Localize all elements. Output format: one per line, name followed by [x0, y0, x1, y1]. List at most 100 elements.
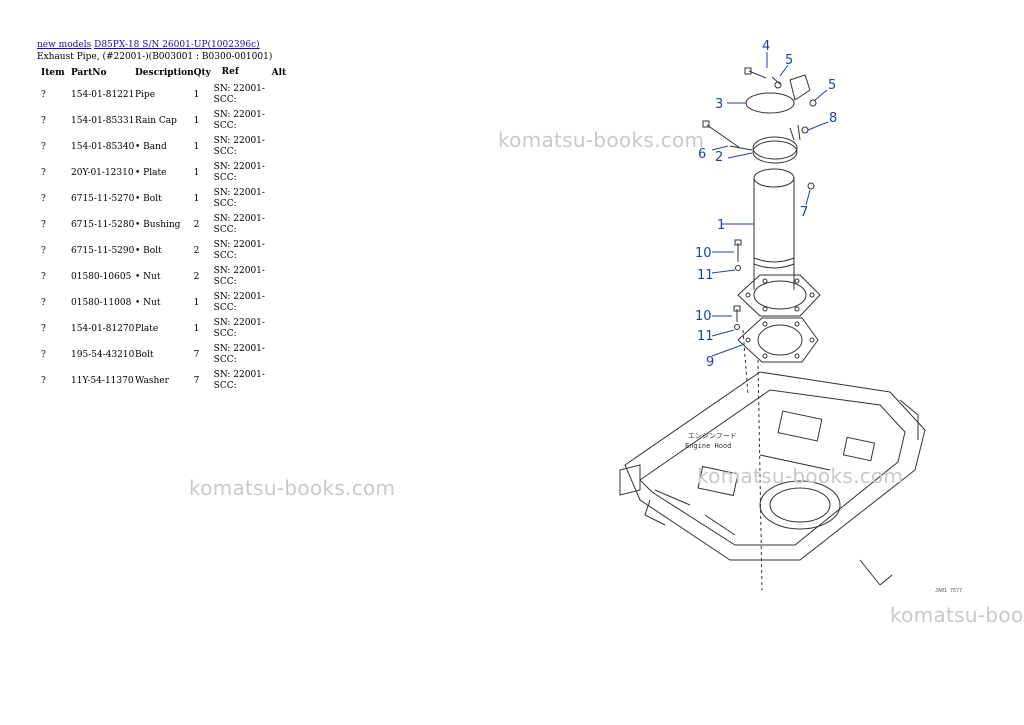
cell-alt [272, 212, 292, 238]
callout-5b: 5 [828, 78, 836, 93]
cell-ref: SN: 22001-SCC: [213, 110, 265, 131]
table-row: ? 154-01-85331 Rain Cap 1 SN: 22001-SCC: [37, 108, 292, 134]
cell-item: ? [41, 350, 46, 360]
cell-description: • Band [135, 142, 167, 152]
cell-alt [272, 316, 292, 342]
cell-item: ? [41, 246, 46, 256]
cell-item: ? [41, 116, 46, 126]
cell-ref: SN: 22001-SCC: [213, 240, 265, 261]
cell-alt [272, 368, 292, 394]
cell-alt [272, 134, 292, 160]
cell-ref: SN: 22001-SCC: [213, 292, 265, 313]
cell-item: ? [41, 298, 46, 308]
breadcrumb: new models D85PX-18 S/N 26001-UP(1002396… [37, 40, 260, 50]
cell-qty: 1 [193, 298, 200, 308]
cell-qty: 1 [193, 168, 200, 178]
table-row: ? 154-01-85340 • Band 1 SN: 22001-SCC: [37, 134, 292, 160]
cell-ref: SN: 22001-SCC: [213, 318, 265, 339]
cell-ref: SN: 22001-SCC: [213, 84, 265, 105]
cell-partno: 6715-11-5270 [71, 194, 135, 204]
callout-11: 11 [697, 268, 714, 283]
cell-partno: 11Y-54-11370 [71, 376, 134, 386]
page-subtitle: Exhaust Pipe, (#22001-)(B003001 : B0300-… [37, 52, 273, 62]
table-header-row: Item PartNo Description Qty Ref Alt [37, 65, 292, 82]
table-row: ? 154-01-81270 Plate 1 SN: 22001-SCC: [37, 316, 292, 342]
hood-label-en: Engine Hood [685, 442, 731, 450]
cell-qty: 1 [193, 324, 200, 334]
cell-ref: SN: 22001-SCC: [213, 344, 265, 365]
header-qty: Qty [193, 67, 211, 78]
cell-qty: 1 [193, 116, 200, 126]
callout-4: 4 [762, 39, 770, 54]
cell-alt [272, 82, 292, 108]
hood-label-jp: エンジンフード [688, 432, 737, 440]
cell-ref: SN: 22001-SCC: [213, 136, 265, 157]
cell-description: Plate [135, 324, 159, 334]
fasteners-drawing [702, 67, 817, 330]
cell-qty: 1 [193, 90, 200, 100]
callout-8: 8 [829, 111, 837, 126]
cell-alt [272, 160, 292, 186]
table-row: ? 6715-11-5270 • Bolt 1 SN: 22001-SCC: [37, 186, 292, 212]
breadcrumb-link-model[interactable]: D85PX-18 S/N 26001-UP(1002396c) [94, 40, 260, 50]
cell-qty: 7 [193, 350, 200, 360]
cell-item: ? [41, 168, 46, 178]
cell-ref: SN: 22001-SCC: [213, 214, 265, 235]
rain-cap-drawing [745, 74, 811, 114]
watermark: komatsu-books.com [189, 476, 396, 500]
cell-description: Rain Cap [135, 116, 177, 126]
cell-qty: 2 [193, 246, 200, 256]
callout-11b: 11 [697, 329, 714, 344]
cell-item: ? [41, 220, 46, 230]
cell-qty: 1 [193, 194, 200, 204]
header-item: Item [41, 67, 65, 78]
cell-partno: 154-01-85340 [71, 142, 135, 152]
cell-description: • Bolt [135, 194, 162, 204]
cell-ref: SN: 22001-SCC: [213, 266, 265, 287]
cell-partno: 6715-11-5280 [71, 220, 135, 230]
breadcrumb-link-new-models[interactable]: new models [37, 40, 92, 50]
cell-qty: 1 [193, 142, 200, 152]
cell-qty: 7 [193, 376, 200, 386]
cell-item: ? [41, 90, 46, 100]
table-row: ? 01580-11008 • Nut 1 SN: 22001-SCC: [37, 290, 292, 316]
cell-partno: 01580-11008 [71, 298, 132, 308]
cell-description: Bolt [135, 350, 154, 360]
header-ref: Ref [221, 67, 239, 77]
cell-description: • Bolt [135, 246, 162, 256]
cell-partno: 01580-10605 [71, 272, 132, 282]
table-row: ? 6715-11-5290 • Bolt 2 SN: 22001-SCC: [37, 238, 292, 264]
callout-10b: 10 [695, 309, 712, 324]
watermark: komatsu-books.com [890, 603, 1024, 627]
cell-description: Pipe [135, 90, 156, 100]
callout-9: 9 [706, 355, 714, 370]
cell-alt [272, 342, 292, 368]
cell-description: Washer [135, 376, 169, 386]
cell-qty: 2 [193, 220, 200, 230]
parts-table: Item PartNo Description Qty Ref Alt ? 15… [37, 65, 292, 394]
callout-1: 1 [717, 218, 725, 233]
cell-alt [272, 108, 292, 134]
cell-qty: 2 [193, 272, 200, 282]
watermark: komatsu-books.com [498, 128, 705, 152]
band-drawing [729, 124, 801, 164]
cell-description: • Nut [135, 298, 161, 308]
cell-alt [272, 238, 292, 264]
exhaust-pipe-diagram: 4 5 5 3 8 6 2 7 1 10 11 10 11 9 エンジンフード … [619, 39, 926, 591]
cell-partno: 20Y-01-12310 [71, 168, 134, 178]
callout-6: 6 [698, 147, 706, 162]
callout-3: 3 [715, 97, 723, 112]
cell-alt [272, 290, 292, 316]
drawing-code: JA01 7577 [935, 588, 963, 594]
cell-alt [272, 264, 292, 290]
cell-partno: 6715-11-5290 [71, 246, 135, 256]
header-partno: PartNo [71, 67, 107, 78]
callout-5: 5 [785, 53, 793, 68]
header-description: Description [135, 67, 194, 78]
watermark: komatsu-books.com [697, 464, 904, 488]
cell-ref: SN: 22001-SCC: [213, 188, 265, 209]
cell-ref: SN: 22001-SCC: [213, 162, 265, 183]
cell-description: • Bushing [135, 220, 181, 230]
cell-partno: 154-01-81270 [71, 324, 135, 334]
table-row: ? 01580-10605 • Nut 2 SN: 22001-SCC: [37, 264, 292, 290]
